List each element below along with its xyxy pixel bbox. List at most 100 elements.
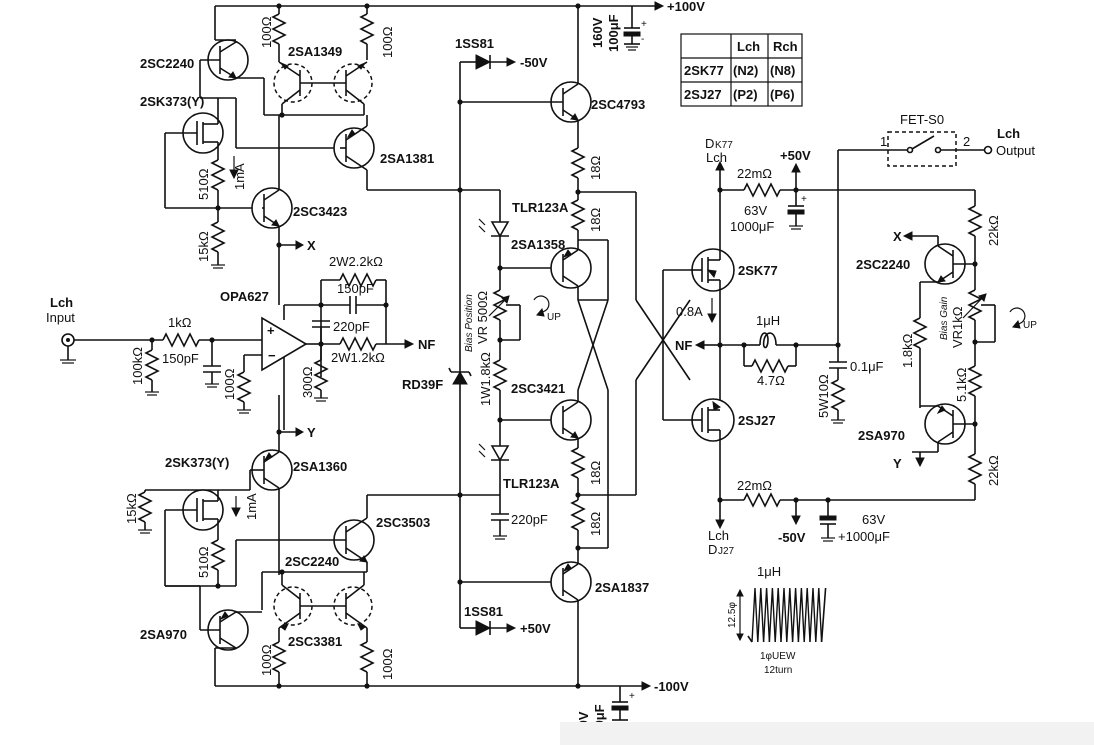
y-left-label: Y xyxy=(307,425,316,440)
output-lch-label: Lch xyxy=(997,126,1020,141)
svg-text:−: − xyxy=(268,348,276,363)
cap-top-voltage: 160V xyxy=(590,17,605,48)
r-22k-bottom-label: 22kΩ xyxy=(986,455,1001,486)
r-22k-top-label: 22kΩ xyxy=(986,215,1001,246)
dj27-lch-label: Lch xyxy=(708,528,729,543)
ma-top-label: 1mA xyxy=(232,163,247,190)
c-220p-bias-label: 220pF xyxy=(511,512,548,527)
bias-gain-label: Bias Gain xyxy=(939,296,950,340)
coil-turn xyxy=(809,587,817,643)
right-bias-network: 22kΩ 2SC2240 X 1.8kΩ VR1kΩ Bias Gain UP xyxy=(856,190,1037,500)
up-label-left: UP xyxy=(547,312,561,323)
coil-turn xyxy=(751,587,759,643)
inductor-label: 1μH xyxy=(756,313,780,328)
d-letter-bottom: D xyxy=(708,542,717,557)
coil-turn xyxy=(768,587,776,643)
r-2w22k-label: 2W2.2kΩ xyxy=(329,254,383,269)
table-row2-rch: (P6) xyxy=(770,87,795,102)
r-2w12k-label: 2W1.2kΩ xyxy=(331,350,385,365)
svg-text:+: + xyxy=(801,194,807,205)
r-1w18k-label: 1W1.8kΩ xyxy=(478,352,493,406)
inductor-turns-label: 12turn xyxy=(764,665,792,676)
q18-label: 2SC2240 xyxy=(856,257,910,272)
cap-right-top-voltage: 63V xyxy=(744,203,767,218)
pos50-label-bottom: +50V xyxy=(520,621,551,636)
coil-turn xyxy=(762,587,771,643)
coil-turn xyxy=(797,587,805,643)
coil-lead-left xyxy=(747,635,753,643)
r-100-tr-label: 100Ω xyxy=(380,26,395,58)
coil-turn xyxy=(757,587,765,643)
r-51k-label: 5.1kΩ xyxy=(954,367,969,402)
table-header-rch: Rch xyxy=(773,39,798,54)
pin1-label: 1 xyxy=(880,134,887,149)
q8-label: 2SC3503 xyxy=(376,515,430,530)
ma-bottom-label: 1mA xyxy=(244,493,259,520)
device-table: Lch Rch 2SK77 (N2) (N8) 2SJ27 (P2) (P6) xyxy=(680,33,803,107)
r-15k-bottom-label: 15kΩ xyxy=(124,493,139,524)
rail-minus100-label: -100V xyxy=(654,679,689,694)
q5-label: 2SC3423 xyxy=(293,204,347,219)
led1-label: TLR123A xyxy=(512,200,569,215)
table-row2-device: 2SJ27 xyxy=(684,87,722,102)
q3-label: 2SK373(Y) xyxy=(140,94,204,109)
q19-label: 2SA970 xyxy=(858,428,905,443)
output-stage: 2SK77 2SJ27 D K77 Lch 22mΩ +50V + 63V 10… xyxy=(675,112,1035,557)
r-100k-label: 100kΩ xyxy=(130,347,145,385)
inductor-detail-title: 1μH xyxy=(757,564,781,579)
q13-label: 2SA1358 xyxy=(511,237,565,252)
coil-turn xyxy=(780,587,788,643)
q2-label: 2SA1349 xyxy=(288,44,342,59)
cap-right-top-value: 1000μF xyxy=(730,219,774,234)
d-letter-top: D xyxy=(705,136,714,151)
svg-text:+: + xyxy=(629,691,635,702)
q15-label: 2SA1837 xyxy=(595,580,649,595)
r-100-br-label: 100Ω xyxy=(380,648,395,680)
current-08a-label: 0.8A xyxy=(676,304,703,319)
up-label-right: UP xyxy=(1023,320,1037,331)
svg-text:+: + xyxy=(641,19,647,30)
dk77-lch-label: Lch xyxy=(706,150,727,165)
coil-winding xyxy=(747,587,827,643)
feedback-network: 2W2.2kΩ 150pF 220pF NF 2W1.2kΩ 300Ω xyxy=(300,254,435,402)
r-5w10-label: 5W10Ω xyxy=(816,374,831,418)
coil-lead-right xyxy=(820,587,827,643)
r-510-bottom-label: 510Ω xyxy=(196,546,211,578)
pos50-label-right: +50V xyxy=(780,148,811,163)
coil-turn xyxy=(774,587,782,643)
neg50-label-right: -50V xyxy=(778,530,806,545)
x-right-label: X xyxy=(893,229,902,244)
q1-label: 2SC2240 xyxy=(140,56,194,71)
r-1k-label: 1kΩ xyxy=(168,315,192,330)
nf-label-right: NF xyxy=(675,338,692,353)
led2-label: TLR123A xyxy=(503,476,560,491)
q14-label: 2SC3421 xyxy=(511,381,565,396)
opamp-opa627: + − OPA627 100Ω xyxy=(220,289,321,430)
dj27-sub-label: J27 xyxy=(718,546,735,557)
fet-s0-label: FET-S0 xyxy=(900,112,944,127)
bias-driver: 2SC4793 -50V 1SS81 +50V 1SS81 RD39F T xyxy=(402,6,691,686)
bias-position-label: Bias Position xyxy=(464,294,475,352)
q10-label: 2SC3381 xyxy=(288,634,342,649)
inductor-diameter-label: 12.5φ xyxy=(727,602,738,628)
cap-right-bottom-value: +1000μF xyxy=(838,529,890,544)
supply-cap-top: + - 160V 100μF xyxy=(590,6,647,52)
r-100-bl-label: 100Ω xyxy=(259,644,274,676)
cap-top-value: 100μF xyxy=(606,14,621,52)
table-row1-lch: (N2) xyxy=(733,63,758,78)
q12-label: 2SC4793 xyxy=(591,97,645,112)
q6-label: 2SA1360 xyxy=(293,459,347,474)
coil-turn xyxy=(815,587,823,643)
inductor-detail: 1μH 12.5φ 1φUEW 12turn xyxy=(727,564,827,676)
q17-label: 2SJ27 xyxy=(738,413,776,428)
r-510-top-label: 510Ω xyxy=(196,168,211,200)
table-row1-rch: (N8) xyxy=(770,63,795,78)
nf-label-left: NF xyxy=(418,337,435,352)
r-18-1-label: 18Ω xyxy=(588,156,603,180)
vr1k-label: VR1kΩ xyxy=(950,306,965,348)
inductor-wire-label: 1φUEW xyxy=(760,651,796,662)
d1-label: 1SS81 xyxy=(455,36,494,51)
r-100-opamp-label: 100Ω xyxy=(222,368,237,400)
coil-turn xyxy=(791,587,800,643)
